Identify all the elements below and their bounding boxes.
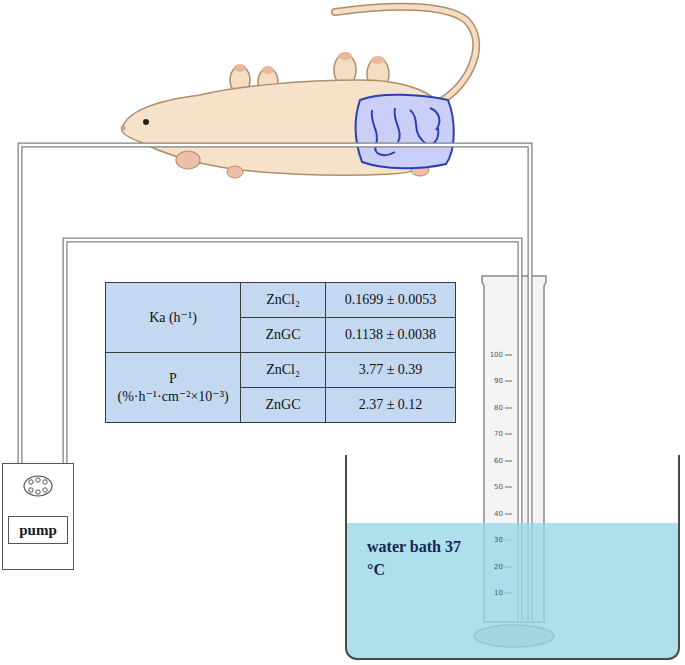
graduation-number: 100 bbox=[486, 351, 503, 359]
graduation-number: 10 bbox=[486, 589, 503, 597]
table-text: Ka (h⁻¹) bbox=[149, 309, 197, 327]
table-text: ZnGC bbox=[266, 326, 301, 344]
graduation-number: 20 bbox=[486, 563, 503, 571]
table-text: 0.1138 ± 0.0038 bbox=[345, 326, 436, 344]
pump-device: pump bbox=[2, 463, 74, 570]
table-cell: ZnCl₂ bbox=[240, 352, 326, 388]
graduation-number: 50 bbox=[486, 483, 503, 491]
graduation-number: 90 bbox=[486, 377, 503, 385]
table-text: ZnCl₂ bbox=[266, 291, 300, 309]
rat-paw bbox=[227, 166, 243, 178]
table-cell: 2.37 ± 0.12 bbox=[325, 387, 456, 423]
rat-paw bbox=[262, 66, 274, 74]
graduation-number: 30 bbox=[486, 536, 503, 544]
rat-body bbox=[122, 80, 453, 175]
graduation-number: 40 bbox=[486, 510, 503, 518]
table-text: ZnGC bbox=[266, 396, 301, 414]
rat-paw bbox=[338, 52, 352, 60]
table-cell: 3.77 ± 0.39 bbox=[325, 352, 456, 388]
rat-paw bbox=[371, 56, 385, 64]
water-bath: water bath 37 °C bbox=[345, 455, 680, 660]
rat-eye bbox=[143, 119, 149, 125]
graduation-number: 70 bbox=[486, 430, 503, 438]
table-cell: 0.1138 ± 0.0038 bbox=[325, 317, 456, 353]
tube bbox=[65, 240, 520, 463]
table-cell: ZnGC bbox=[240, 317, 326, 353]
graduation-number: 60 bbox=[486, 457, 503, 465]
tube bbox=[20, 145, 530, 463]
table-cell: P (%·h⁻¹·cm⁻²×10⁻³) bbox=[105, 352, 241, 423]
table-cell: ZnCl₂ bbox=[240, 282, 326, 318]
table-text: 0.1699 ± 0.0053 bbox=[345, 291, 437, 309]
table-cell: 0.1699 ± 0.0053 bbox=[325, 282, 456, 318]
table-cell: Ka (h⁻¹) bbox=[105, 282, 241, 353]
bath-label: water bath 37 °C bbox=[367, 535, 463, 581]
graduation-number: 80 bbox=[486, 404, 503, 412]
table-text: 2.37 ± 0.12 bbox=[359, 396, 423, 414]
table-text: P (%·h⁻¹·cm⁻²×10⁻³) bbox=[117, 370, 228, 405]
table-cell: ZnGC bbox=[240, 387, 326, 423]
table-text: ZnCl₂ bbox=[266, 361, 300, 379]
intestine-loop bbox=[372, 108, 440, 155]
rat-ear bbox=[176, 151, 200, 169]
intestine bbox=[356, 95, 454, 169]
device-label: pump bbox=[8, 516, 68, 544]
pump-icon bbox=[3, 464, 73, 508]
table-text: 3.77 ± 0.39 bbox=[359, 361, 423, 379]
rat-nose bbox=[121, 126, 126, 131]
rat-paw bbox=[234, 64, 246, 72]
